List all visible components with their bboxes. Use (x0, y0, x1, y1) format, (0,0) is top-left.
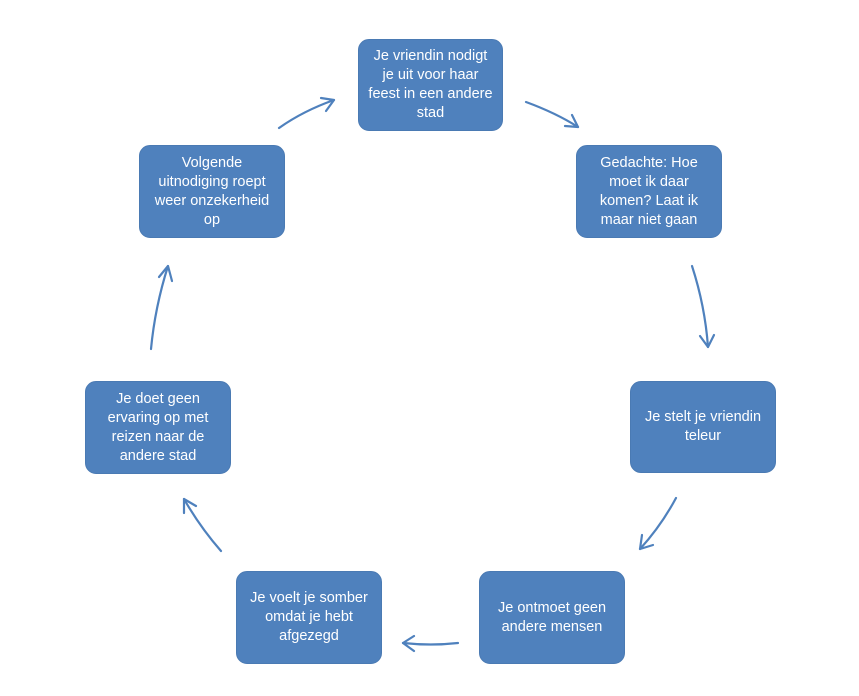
node-invitation-label: Je vriendin nodigt je uit voor haar fees… (368, 48, 493, 121)
node-no-new-people: Je ontmoet geen andere mensen (479, 571, 625, 664)
node-no-experience-label: Je doet geen ervaring op met reizen naar… (107, 390, 209, 464)
node-disappoint-friend: Je stelt je vriendin teleur (630, 381, 776, 473)
node-thought: Gedachte: Hoe moet ik daar komen? Laat i… (576, 145, 722, 238)
node-feel-gloomy-label: Je voelt je somber omdat je hebt afgezeg… (250, 590, 368, 644)
arrow-n4-n5 (401, 634, 460, 653)
arrow-n1-n2 (524, 100, 580, 129)
node-no-experience: Je doet geen ervaring op met reizen naar… (85, 381, 231, 474)
node-no-new-people-label: Je ontmoet geen andere mensen (497, 599, 607, 635)
node-invitation: Je vriendin nodigt je uit voor haar fees… (358, 39, 503, 131)
node-feel-gloomy: Je voelt je somber omdat je hebt afgezeg… (236, 571, 382, 664)
arrow-n7-n1 (277, 96, 336, 130)
node-next-invitation: Volgende uitnodiging roept weer onzekerh… (139, 145, 285, 238)
arrow-n5-n6 (182, 497, 223, 553)
node-next-invitation-label: Volgende uitnodiging roept weer onzekerh… (154, 154, 270, 228)
node-disappoint-friend-label: Je stelt je vriendin teleur (644, 409, 762, 444)
arrow-n2-n3 (690, 264, 716, 349)
arrow-n3-n4 (638, 496, 678, 551)
node-thought-label: Gedachte: Hoe moet ik daar komen? Laat i… (599, 154, 699, 228)
arrow-n6-n7 (149, 264, 174, 351)
